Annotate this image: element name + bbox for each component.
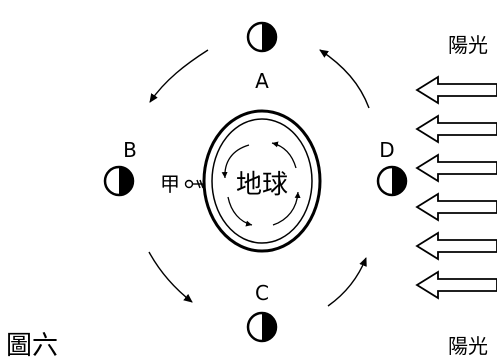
sunlight-label-top: 陽光 <box>448 33 488 57</box>
moon-d-label: D <box>379 138 394 162</box>
sunlight-arrow <box>417 77 497 103</box>
sunlight-arrow <box>417 116 497 142</box>
earth-label: 地球 <box>236 170 288 200</box>
earth: 地球 <box>204 111 320 251</box>
sunlight-arrows <box>417 77 497 298</box>
figure-caption: 圖六 <box>6 331 58 361</box>
observer-icon <box>186 180 204 188</box>
moon-c-label: C <box>255 281 269 305</box>
rotation-arrow <box>272 143 296 168</box>
sunlight-arrow <box>417 272 497 298</box>
moon-a-label: A <box>255 69 269 93</box>
rotation-arrow <box>228 197 252 225</box>
sunlight-arrow <box>417 194 497 220</box>
moon-c: C <box>248 281 276 341</box>
observer-label: 甲 <box>160 172 180 196</box>
orbit-arrow-a-to-b <box>150 50 208 102</box>
observer: 甲 <box>160 172 203 196</box>
orbit-arrow-b-to-c <box>149 252 192 302</box>
sunlight-arrow <box>417 233 497 259</box>
orbit-arrow-d-to-a <box>320 50 369 108</box>
moon-a: A <box>248 23 276 93</box>
moon-b-label: B <box>123 138 137 162</box>
moon-b: B <box>105 138 137 195</box>
sunlight-arrow <box>417 155 497 181</box>
sunlight-label-bottom: 陽光 <box>448 334 488 358</box>
orbit-arrow-c-to-d <box>328 258 366 306</box>
moon-d: D <box>378 138 406 195</box>
